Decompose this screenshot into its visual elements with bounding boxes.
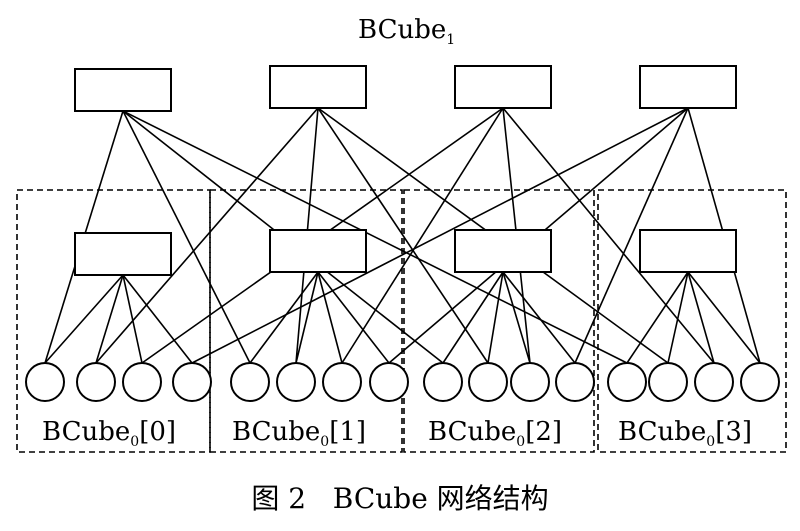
link-l1-sw1-g2 bbox=[317, 107, 489, 364]
group-label-2: BCube0[2] bbox=[428, 417, 562, 450]
level1-switch-2 bbox=[454, 65, 552, 109]
link-l1-sw1-g0 bbox=[95, 107, 319, 364]
server-g1-1 bbox=[276, 362, 316, 402]
diagram-title-main: BCube bbox=[358, 15, 446, 45]
link-l0-g3-s2 bbox=[687, 271, 715, 364]
level0-switch-2 bbox=[454, 229, 552, 273]
group-label-3: BCube0[3] bbox=[618, 417, 752, 450]
link-l0-g3-s0 bbox=[626, 271, 689, 364]
server-g1-3 bbox=[369, 362, 409, 402]
link-l0-g3-s3 bbox=[687, 271, 761, 364]
link-l0-g1-s0 bbox=[249, 271, 319, 364]
diagram-title: BCube1 bbox=[358, 15, 455, 48]
group-box-2 bbox=[403, 189, 595, 453]
link-l0-g2-s2 bbox=[502, 271, 531, 364]
server-g0-0 bbox=[25, 362, 65, 402]
server-g2-2 bbox=[510, 362, 550, 402]
server-g3-1 bbox=[648, 362, 688, 402]
link-l1-sw0-g1 bbox=[122, 110, 251, 364]
server-g0-1 bbox=[76, 362, 116, 402]
link-l0-g2-s1 bbox=[487, 271, 504, 364]
link-l0-g0-s0 bbox=[44, 274, 124, 364]
level1-switch-1 bbox=[269, 65, 367, 109]
level0-switch-0 bbox=[74, 232, 172, 276]
server-g0-3 bbox=[172, 362, 212, 402]
link-l0-g1-s3 bbox=[317, 271, 390, 364]
link-l0-g0-s3 bbox=[122, 274, 193, 364]
group-box-1 bbox=[209, 189, 403, 453]
servers-layer bbox=[25, 362, 780, 402]
server-g3-0 bbox=[607, 362, 647, 402]
link-l0-g0-s2 bbox=[122, 274, 143, 364]
level1-switch-3 bbox=[639, 65, 737, 109]
group-box-0 bbox=[16, 189, 211, 453]
server-g2-0 bbox=[423, 362, 463, 402]
group-box-3 bbox=[597, 189, 787, 453]
level0-switch-3 bbox=[639, 229, 737, 273]
level0-switches bbox=[74, 229, 737, 276]
server-g1-2 bbox=[322, 362, 362, 402]
group-labels-layer: BCube0[0] BCube0[1] BCube0[2] BCube0[3] bbox=[42, 417, 752, 450]
server-g0-2 bbox=[122, 362, 162, 402]
link-l0-g2-s3 bbox=[502, 271, 576, 364]
level1-switches bbox=[74, 65, 737, 112]
figure-caption: 图 2 BCube 网络结构 bbox=[251, 482, 548, 515]
link-l0-g1-s1 bbox=[295, 271, 319, 364]
link-l1-sw0-g3 bbox=[122, 110, 628, 364]
server-g2-3 bbox=[555, 362, 595, 402]
group-label-0: BCube0[0] bbox=[42, 417, 176, 450]
level1-switch-0 bbox=[74, 68, 172, 112]
link-l0-g1-s2 bbox=[317, 271, 343, 364]
link-l1-sw3-g0 bbox=[191, 107, 689, 364]
server-g3-2 bbox=[694, 362, 734, 402]
link-l0-g3-s1 bbox=[667, 271, 689, 364]
link-l0-g2-s0 bbox=[442, 271, 504, 364]
link-l1-sw2-g3 bbox=[502, 107, 715, 364]
diagram-title-subscript: 1 bbox=[446, 32, 455, 48]
group-boxes-layer bbox=[16, 189, 787, 453]
server-g2-1 bbox=[468, 362, 508, 402]
server-g3-3 bbox=[740, 362, 780, 402]
level0-switch-1 bbox=[269, 229, 367, 273]
group-label-1: BCube0[1] bbox=[232, 417, 366, 450]
server-g1-0 bbox=[230, 362, 270, 402]
link-l0-g0-s1 bbox=[95, 274, 124, 364]
link-l1-sw2-g1 bbox=[341, 107, 504, 364]
